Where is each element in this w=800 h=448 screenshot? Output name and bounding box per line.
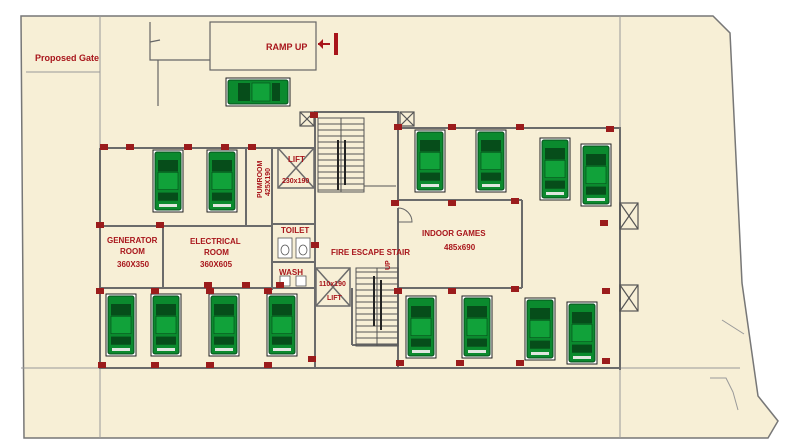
car-icon — [105, 293, 137, 357]
column-icon — [391, 200, 399, 206]
staircase-top-icon — [317, 117, 396, 193]
column-icon — [248, 144, 256, 150]
pumproom-label: PUMROOM — [257, 161, 264, 199]
fire-escape-stair-label: FIRE ESCAPE STAIR — [331, 248, 410, 257]
proposed-gate-label: Proposed Gate — [35, 53, 99, 63]
column-icon — [396, 360, 404, 366]
car-icon — [206, 149, 238, 213]
column-icon — [126, 144, 134, 150]
column-icon — [151, 288, 159, 294]
lift-top — [277, 147, 315, 189]
column-icon — [448, 200, 456, 206]
column-icon — [516, 360, 524, 366]
column-icon — [602, 358, 610, 364]
toilet-fixtures — [277, 237, 311, 287]
car-icon — [414, 129, 446, 193]
column-icon — [511, 198, 519, 204]
stair-up-label: UP — [385, 260, 392, 270]
column-icon — [96, 288, 104, 294]
column-icon — [156, 222, 164, 228]
wash-label: WASH — [279, 268, 303, 277]
car-icon — [461, 295, 493, 359]
car-icon — [266, 293, 298, 357]
parking-cars — [105, 77, 612, 365]
column-icon — [264, 362, 272, 368]
indoor-games-dimension: 485x690 — [444, 243, 476, 252]
car-icon — [566, 301, 598, 365]
column-icon — [221, 144, 229, 150]
indoor-games-label: INDOOR GAMES — [422, 229, 486, 238]
column-icon — [600, 220, 608, 226]
car-icon — [475, 129, 507, 193]
generator-room-label: GENERATOR — [107, 236, 158, 245]
column-icon — [311, 242, 319, 248]
ramp-up-label: RAMP UP — [266, 42, 307, 52]
column-icon — [206, 362, 214, 368]
column-icon — [394, 288, 402, 294]
column-icon — [100, 144, 108, 150]
car-icon — [539, 137, 571, 201]
ramp-area — [149, 21, 317, 106]
car-icon — [405, 295, 437, 359]
column-icon — [448, 288, 456, 294]
lift-bottom-dimension: 110x190 — [319, 281, 346, 288]
generator-room-dimension: 360X350 — [117, 260, 150, 269]
column-icon — [184, 144, 192, 150]
car-icon — [150, 293, 182, 357]
column-icon — [151, 362, 159, 368]
lift-top-label: LIFT — [288, 155, 305, 164]
column-icon — [456, 360, 464, 366]
car-icon — [580, 143, 612, 207]
car-icon — [524, 297, 556, 361]
column-icon — [448, 124, 456, 130]
car-icon — [225, 77, 291, 107]
door-arc — [397, 207, 413, 223]
generator-room-label-2: ROOM — [120, 247, 145, 256]
column-icon — [96, 222, 104, 228]
column-icon — [394, 124, 402, 130]
column-icon — [308, 356, 316, 362]
column-icon — [98, 362, 106, 368]
lift-top-dimension: 230x190 — [282, 178, 309, 185]
column-icon — [310, 112, 318, 118]
column-icon — [602, 288, 610, 294]
car-icon — [152, 149, 184, 213]
column-icon — [206, 288, 214, 294]
electrical-room-label: ELECTRICAL — [190, 237, 241, 246]
column-icon — [276, 282, 284, 288]
column-icon — [242, 282, 250, 288]
column-icon — [204, 282, 212, 288]
staircase-bottom-icon — [355, 267, 399, 347]
electrical-room-label-2: ROOM — [204, 248, 229, 257]
column-icon — [264, 288, 272, 294]
lift-bottom — [315, 267, 351, 307]
ramp-arrow-icon — [318, 33, 338, 55]
pumproom-dimension: 425X190 — [265, 168, 272, 196]
car-icon — [208, 293, 240, 357]
structural-columns — [96, 112, 614, 368]
column-icon — [516, 124, 524, 130]
column-icon — [511, 286, 519, 292]
column-icon — [606, 126, 614, 132]
lift-bottom-label: LIFT — [327, 295, 342, 302]
electrical-room-dimension: 360X605 — [200, 260, 233, 269]
toilet-label: TOILET — [281, 226, 309, 235]
